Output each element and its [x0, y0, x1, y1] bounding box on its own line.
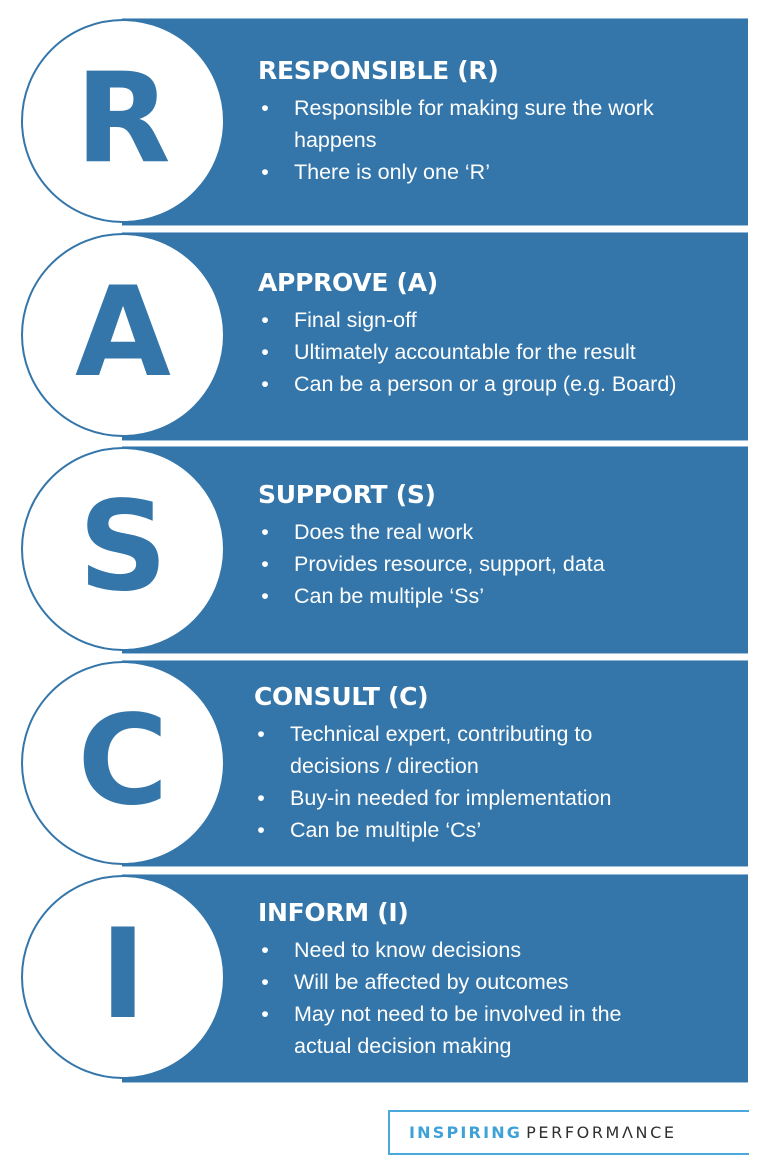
logo-text-inspiring: INSPIRING	[409, 1123, 523, 1142]
brand-logo: INSPIRING PERFORMΛNCE	[388, 1110, 749, 1155]
role-bullets: • Technical expert, contributing to deci…	[254, 718, 742, 846]
bullet-item: • Will be affected by outcomes	[258, 966, 742, 998]
bullet-item: • Need to know decisions	[258, 934, 742, 966]
bullet-icon: •	[261, 372, 269, 396]
bullet-text: Provides resource, support, data	[294, 552, 605, 576]
bullet-text: There is only one ‘R’	[294, 160, 490, 184]
role-content: SUPPORT (S) • Does the real work • Provi…	[258, 480, 742, 612]
role-title: CONSULT (C)	[254, 682, 429, 711]
role-banner	[122, 18, 748, 225]
bullet-icon: •	[257, 786, 265, 810]
role-letter: R	[75, 47, 171, 191]
role-banner	[122, 874, 748, 1082]
bullet-item: • Can be multiple ‘Ss’	[258, 580, 742, 612]
bullet-text: Will be affected by outcomes	[294, 970, 569, 994]
bullet-text-continuation: actual decision making	[294, 1034, 512, 1058]
bullet-item: • Buy-in needed for implementation	[254, 782, 742, 814]
bullet-text-continuation: decisions / direction	[290, 754, 479, 778]
bullet-icon: •	[261, 520, 269, 544]
bullet-item: • Can be a person or a group (e.g. Board…	[258, 368, 742, 400]
role-content: CONSULT (C) • Technical expert, contribu…	[254, 682, 742, 846]
role-content: APPROVE (A) • Final sign-off • Ultimatel…	[258, 268, 742, 400]
role-row-responsible: R RESPONSIBLE (R) • Responsible for maki…	[0, 18, 768, 225]
role-title: SUPPORT (S)	[258, 480, 436, 509]
bullet-text-continuation: happens	[294, 128, 377, 152]
role-bullets: • Does the real work • Provides resource…	[258, 516, 742, 612]
role-title: RESPONSIBLE (R)	[258, 56, 499, 85]
role-letter: C	[77, 689, 169, 833]
bullet-item: • Final sign-off	[258, 304, 742, 336]
bullet-text: Can be a person or a group (e.g. Board)	[294, 372, 677, 396]
bullet-icon: •	[261, 584, 269, 608]
role-bullets: • Need to know decisions • Will be affec…	[258, 934, 742, 1062]
bullet-item: • May not need to be involved in the act…	[258, 998, 742, 1062]
role-row-support: S SUPPORT (S) • Does the real work • Pro…	[0, 446, 768, 653]
role-bullets: • Final sign-off • Ultimately accountabl…	[258, 304, 742, 400]
bullet-item: • Provides resource, support, data	[258, 548, 742, 580]
role-letter-circle: I	[21, 875, 225, 1079]
role-banner	[122, 660, 748, 866]
role-row-consult: C CONSULT (C) • Technical expert, contri…	[0, 660, 768, 866]
bullet-item: • Ultimately accountable for the result	[258, 336, 742, 368]
role-banner	[122, 232, 748, 440]
bullet-item: • Responsible for making sure the work h…	[258, 92, 742, 156]
bullet-item: • Does the real work	[258, 516, 742, 548]
role-letter-circle: C	[21, 661, 225, 865]
bullet-icon: •	[261, 160, 269, 184]
bullet-icon: •	[257, 818, 265, 842]
bullet-text: Responsible for making sure the work	[294, 96, 654, 120]
role-letter: A	[75, 261, 171, 405]
bullet-text: Does the real work	[294, 520, 474, 544]
role-content: INFORM (I) • Need to know decisions • Wi…	[258, 898, 742, 1062]
bullet-item: • Can be multiple ‘Cs’	[254, 814, 742, 846]
bullet-icon: •	[261, 938, 269, 962]
bullet-text: Can be multiple ‘Cs’	[290, 818, 482, 842]
bullet-icon: •	[261, 970, 269, 994]
bullet-item: • There is only one ‘R’	[258, 156, 742, 188]
bullet-icon: •	[261, 340, 269, 364]
bullet-text: Can be multiple ‘Ss’	[294, 584, 485, 608]
bullet-icon: •	[261, 552, 269, 576]
bullet-text: Ultimately accountable for the result	[294, 340, 636, 364]
bullet-text: Buy-in needed for implementation	[290, 786, 612, 810]
role-letter: S	[78, 475, 168, 619]
role-letter-circle: S	[21, 447, 225, 651]
role-letter-circle: R	[21, 19, 225, 223]
bullet-text: Technical expert, contributing to	[290, 722, 593, 746]
role-title: INFORM (I)	[258, 898, 409, 927]
role-row-inform: I INFORM (I) • Need to know decisions • …	[0, 874, 768, 1082]
role-title: APPROVE (A)	[258, 268, 438, 297]
role-letter-circle: A	[21, 233, 225, 437]
role-letter: I	[99, 903, 147, 1047]
role-content: RESPONSIBLE (R) • Responsible for making…	[258, 56, 742, 188]
bullet-icon: •	[261, 96, 269, 120]
role-bullets: • Responsible for making sure the work h…	[258, 92, 742, 188]
bullet-icon: •	[261, 308, 269, 332]
role-row-approve: A APPROVE (A) • Final sign-off • Ultimat…	[0, 232, 768, 440]
bullet-text: May not need to be involved in the	[294, 1002, 622, 1026]
logo-text-performance: PERFORMΛNCE	[526, 1123, 677, 1142]
bullet-icon: •	[261, 1002, 269, 1026]
role-banner	[122, 446, 748, 653]
bullet-text: Final sign-off	[294, 308, 417, 332]
bullet-text: Need to know decisions	[294, 938, 522, 962]
bullet-icon: •	[257, 722, 265, 746]
bullet-item: • Technical expert, contributing to deci…	[254, 718, 742, 782]
